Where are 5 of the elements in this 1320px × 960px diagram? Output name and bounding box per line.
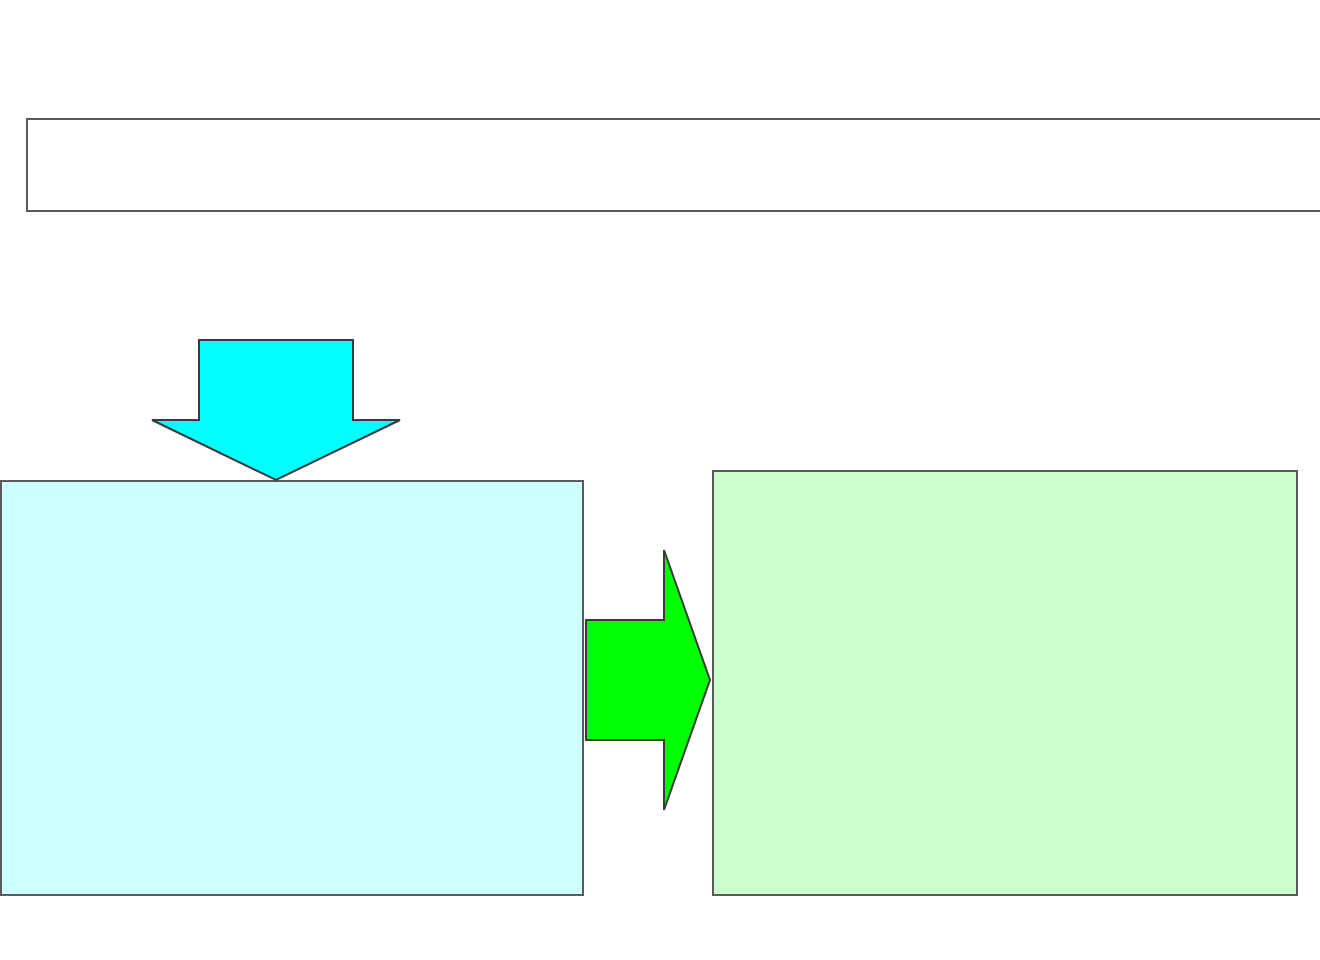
block-arrow	[151, 339, 401, 482]
process-box	[712, 470, 1298, 896]
header-box	[26, 118, 1320, 212]
process-box	[0, 480, 584, 896]
block-arrow	[585, 549, 712, 811]
